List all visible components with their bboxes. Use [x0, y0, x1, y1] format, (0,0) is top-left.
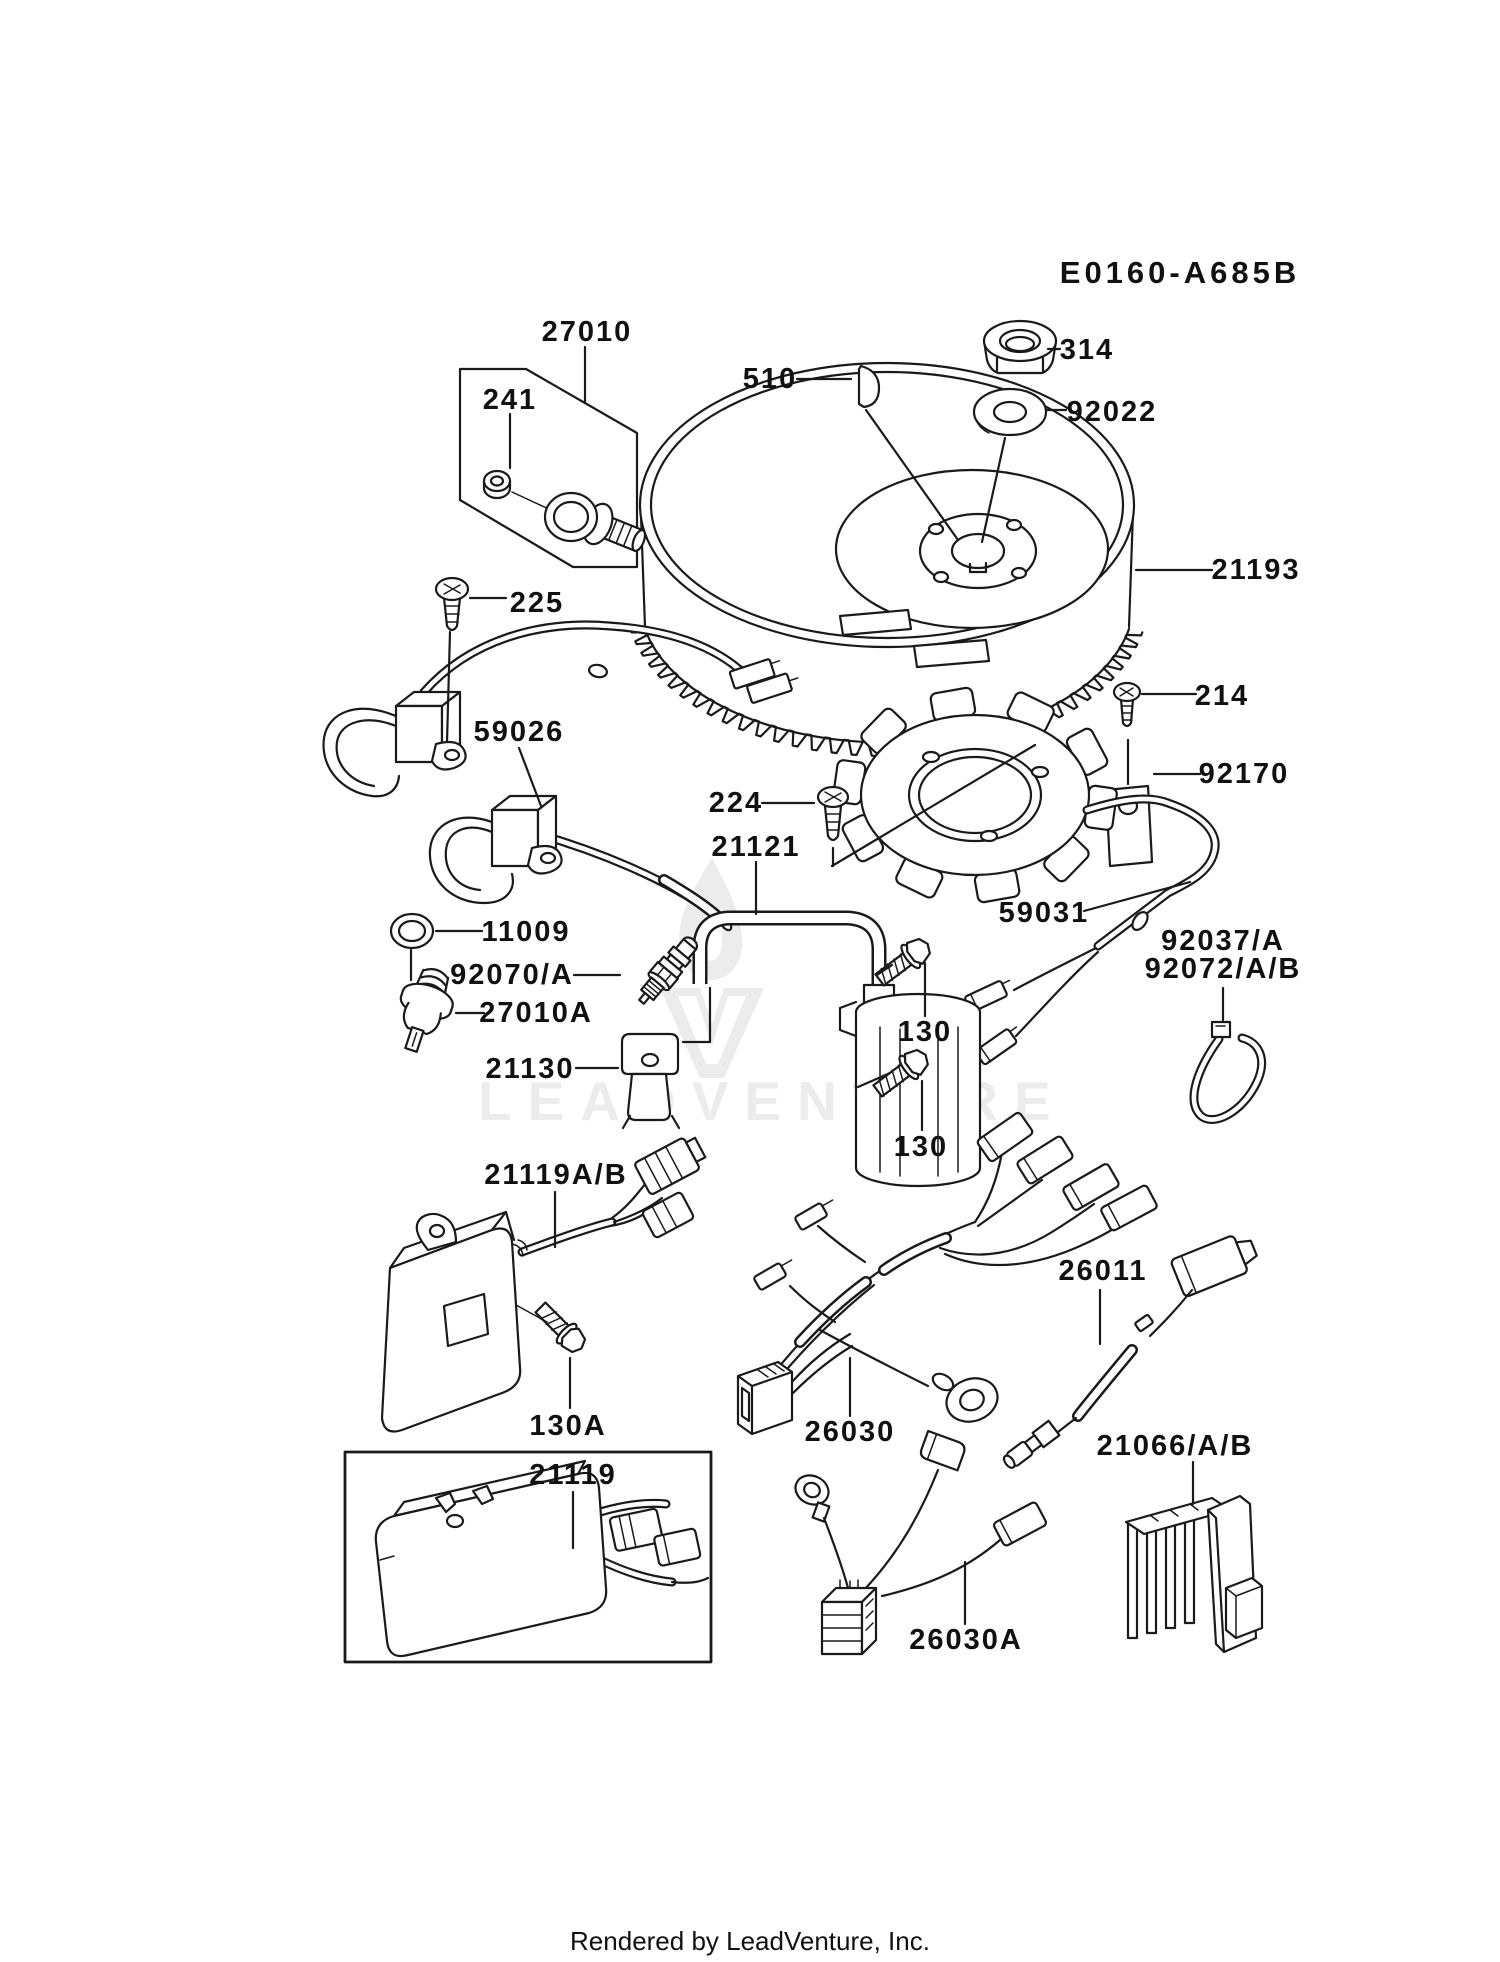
- flywheel-nut-314: [982, 319, 1058, 375]
- stator-59031: [830, 686, 1220, 1066]
- oil-switch-27010a: [399, 968, 454, 1053]
- part-label-314: 314: [1060, 334, 1114, 366]
- part-label-224: 224: [709, 787, 763, 819]
- part-label-59026: 59026: [474, 716, 565, 748]
- nut-241: [482, 469, 512, 500]
- part-label-21130: 21130: [485, 1053, 574, 1085]
- part-labels: E0160-A685B 27010 241 225 510 314 92022 …: [450, 255, 1302, 1956]
- part-label-510: 510: [743, 363, 797, 395]
- cable-tie-92037: [1189, 1020, 1267, 1124]
- leader-lines: [409, 345, 1225, 1626]
- part-label-92170: 92170: [1199, 758, 1290, 790]
- part-label-21193: 21193: [1211, 554, 1300, 586]
- screw-224: [816, 785, 850, 842]
- screw-214: [1112, 681, 1142, 728]
- part-label-27010a: 27010A: [479, 997, 593, 1029]
- bolt-130-lower: [872, 1048, 929, 1098]
- part-label-11009: 11009: [481, 916, 570, 948]
- harness-26030a: [794, 1429, 1047, 1656]
- part-label-130a: 130A: [529, 1410, 606, 1442]
- part-label-241: 241: [483, 384, 537, 416]
- part-label-59031: 59031: [999, 897, 1090, 929]
- part-label-130-lower: 130: [894, 1131, 948, 1163]
- part-label-27010: 27010: [542, 316, 633, 348]
- screw-225: [434, 576, 470, 632]
- spark-plug-92070: [638, 936, 699, 1005]
- diagram-title: E0160-A685B: [1060, 255, 1300, 290]
- part-label-26011: 26011: [1058, 1255, 1147, 1287]
- footer-credit: Rendered by LeadVenture, Inc.: [570, 1926, 930, 1956]
- woodruff-key-510: [857, 364, 881, 409]
- washer-92022: [972, 387, 1048, 437]
- assembly-line-130a: [515, 1304, 548, 1323]
- part-label-26030a: 26030A: [909, 1624, 1023, 1656]
- part-label-225: 225: [510, 587, 564, 619]
- part-label-130-upper: 130: [898, 1016, 952, 1048]
- part-label-21119: 21119: [529, 1459, 616, 1491]
- part-label-21119ab: 21119A/B: [484, 1159, 627, 1191]
- igniter-box-21119: [343, 1450, 713, 1664]
- part-label-92037: 92037/A: [1161, 925, 1285, 957]
- ignition-switch-27010: [543, 491, 647, 552]
- o-ring-11009: [389, 912, 435, 950]
- part-label-21121: 21121: [711, 831, 800, 863]
- plug-cap-21130: [620, 1032, 681, 1130]
- part-label-92072: 92072/A/B: [1145, 953, 1302, 985]
- part-label-92022: 92022: [1067, 396, 1158, 428]
- bolt-130a: [534, 1301, 587, 1354]
- part-label-214: 214: [1195, 680, 1249, 712]
- main-harness-26030: [736, 1111, 1158, 1436]
- bolt-130-upper: [874, 937, 931, 987]
- lead-26011: [1002, 1235, 1258, 1469]
- igniter-21119ab: [380, 1136, 707, 1433]
- part-label-21066: 21066/A/B: [1097, 1430, 1254, 1462]
- part-label-92070: 92070/A: [450, 959, 574, 991]
- regulator-21066: [1124, 1494, 1264, 1654]
- ignition-coil-21121: [692, 910, 982, 1188]
- part-label-26030: 26030: [805, 1416, 896, 1448]
- switch-box-27010: [458, 367, 647, 569]
